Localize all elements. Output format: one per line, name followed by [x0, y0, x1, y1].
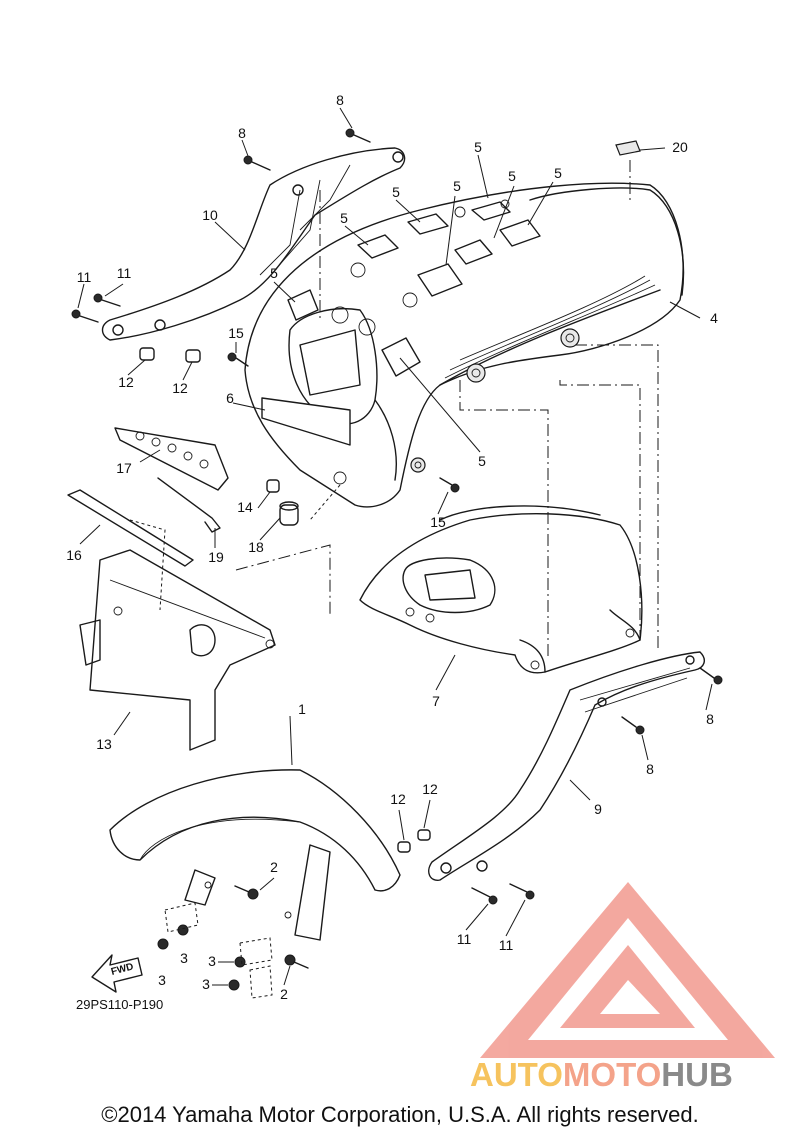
- bolt-3d: [228, 979, 240, 991]
- bolt-15b: [439, 477, 460, 493]
- callout-20: 20: [672, 139, 688, 155]
- plate-6: [261, 397, 351, 446]
- bolt-8b: [345, 128, 371, 143]
- bolt-2a: [234, 885, 259, 900]
- fwd-arrow-icon: FWD: [91, 954, 143, 993]
- callout-17: 17: [116, 460, 132, 476]
- rear-fender: [244, 140, 685, 508]
- pad-5c: [471, 201, 511, 221]
- bolt-11a: [71, 309, 99, 323]
- pad-5b: [407, 213, 449, 235]
- callout-3: 3: [208, 953, 216, 969]
- grab-bar: [101, 147, 406, 341]
- nut-14: [266, 479, 280, 493]
- pad-5f: [417, 263, 463, 297]
- damper-18: [279, 501, 299, 526]
- callout-5: 5: [340, 210, 348, 226]
- pad-5h: [381, 337, 421, 377]
- bolt-2b: [284, 954, 309, 969]
- collar-12d: [417, 829, 431, 841]
- callout-5: 5: [474, 139, 482, 155]
- automotohub-logo-icon: [480, 882, 775, 1058]
- watermark-part-3: HUB: [661, 1056, 733, 1093]
- callout-11: 11: [77, 269, 92, 285]
- bolt-8c: [699, 667, 723, 685]
- callout-8: 8: [706, 711, 714, 727]
- label-20: [615, 140, 641, 156]
- watermark-text: AUTOMOTOHUB: [470, 1056, 733, 1094]
- front-fender: [109, 769, 401, 941]
- tie-19: [157, 477, 221, 533]
- bolt-11c: [471, 887, 498, 905]
- collar-12a: [139, 347, 155, 361]
- callout-5: 5: [554, 165, 562, 181]
- callout-5: 5: [478, 453, 486, 469]
- callout-16: 16: [66, 547, 82, 563]
- callout-12: 12: [172, 380, 188, 396]
- callout-1: 1: [298, 701, 306, 717]
- collar-12c: [397, 841, 411, 853]
- callout-9: 9: [594, 801, 602, 817]
- stay-17: [114, 427, 229, 491]
- rear-bracket: [428, 651, 705, 881]
- callout-12: 12: [390, 791, 406, 807]
- callout-3: 3: [180, 950, 188, 966]
- callout-11: 11: [457, 931, 472, 947]
- callout-3: 3: [158, 972, 166, 988]
- callout-2: 2: [280, 986, 288, 1002]
- callout-8: 8: [336, 92, 344, 108]
- pad-5e: [499, 219, 541, 247]
- callout-18: 18: [248, 539, 264, 555]
- callout-6: 6: [226, 390, 234, 406]
- callout-12: 12: [422, 781, 438, 797]
- bolt-3b: [177, 924, 189, 936]
- callout-10: 10: [202, 207, 218, 223]
- callout-4: 4: [710, 310, 718, 326]
- pad-5d: [454, 239, 493, 265]
- watermark-part-1: AUTO: [470, 1056, 563, 1093]
- callout-19: 19: [208, 549, 224, 565]
- callout-5: 5: [453, 178, 461, 194]
- callout-5: 5: [508, 168, 516, 184]
- callout-15: 15: [430, 514, 446, 530]
- watermark-part-2: MOTO: [562, 1056, 662, 1093]
- bolt-3c: [234, 956, 246, 968]
- callout-14: 14: [237, 499, 253, 515]
- callout-11: 11: [117, 265, 132, 281]
- copyright-notice: ©2014 Yamaha Motor Corporation, U.S.A. A…: [101, 1102, 699, 1127]
- inner-fender: [359, 505, 643, 674]
- callout-8: 8: [238, 125, 246, 141]
- callout-8: 8: [646, 761, 654, 777]
- pad-5g: [287, 289, 319, 321]
- bolt-3a: [157, 938, 169, 950]
- callout-15: 15: [228, 325, 244, 341]
- callout-13: 13: [96, 736, 112, 752]
- bolt-11d: [509, 883, 535, 900]
- collar-12b: [185, 349, 201, 363]
- strip-16: [67, 489, 194, 567]
- callout-11: 11: [499, 937, 514, 953]
- callout-12: 12: [118, 374, 134, 390]
- callout-5: 5: [270, 265, 278, 281]
- bolt-8d: [621, 716, 645, 735]
- reference-code: 29PS110-P190: [76, 997, 163, 1012]
- callouts: 8 8 10 11 11 12 12 15 20 5 5 5 5 5 5 5 5…: [66, 92, 718, 1002]
- leader-lines: [77, 107, 713, 986]
- callout-3: 3: [202, 976, 210, 992]
- bolt-8a: [243, 155, 271, 171]
- license-bracket: [79, 549, 276, 751]
- pad-5a: [357, 234, 399, 259]
- callout-7: 7: [432, 693, 440, 709]
- callout-2: 2: [270, 859, 278, 875]
- bolt-11b: [93, 293, 121, 307]
- bolt-15a: [227, 352, 249, 367]
- callout-5: 5: [392, 184, 400, 200]
